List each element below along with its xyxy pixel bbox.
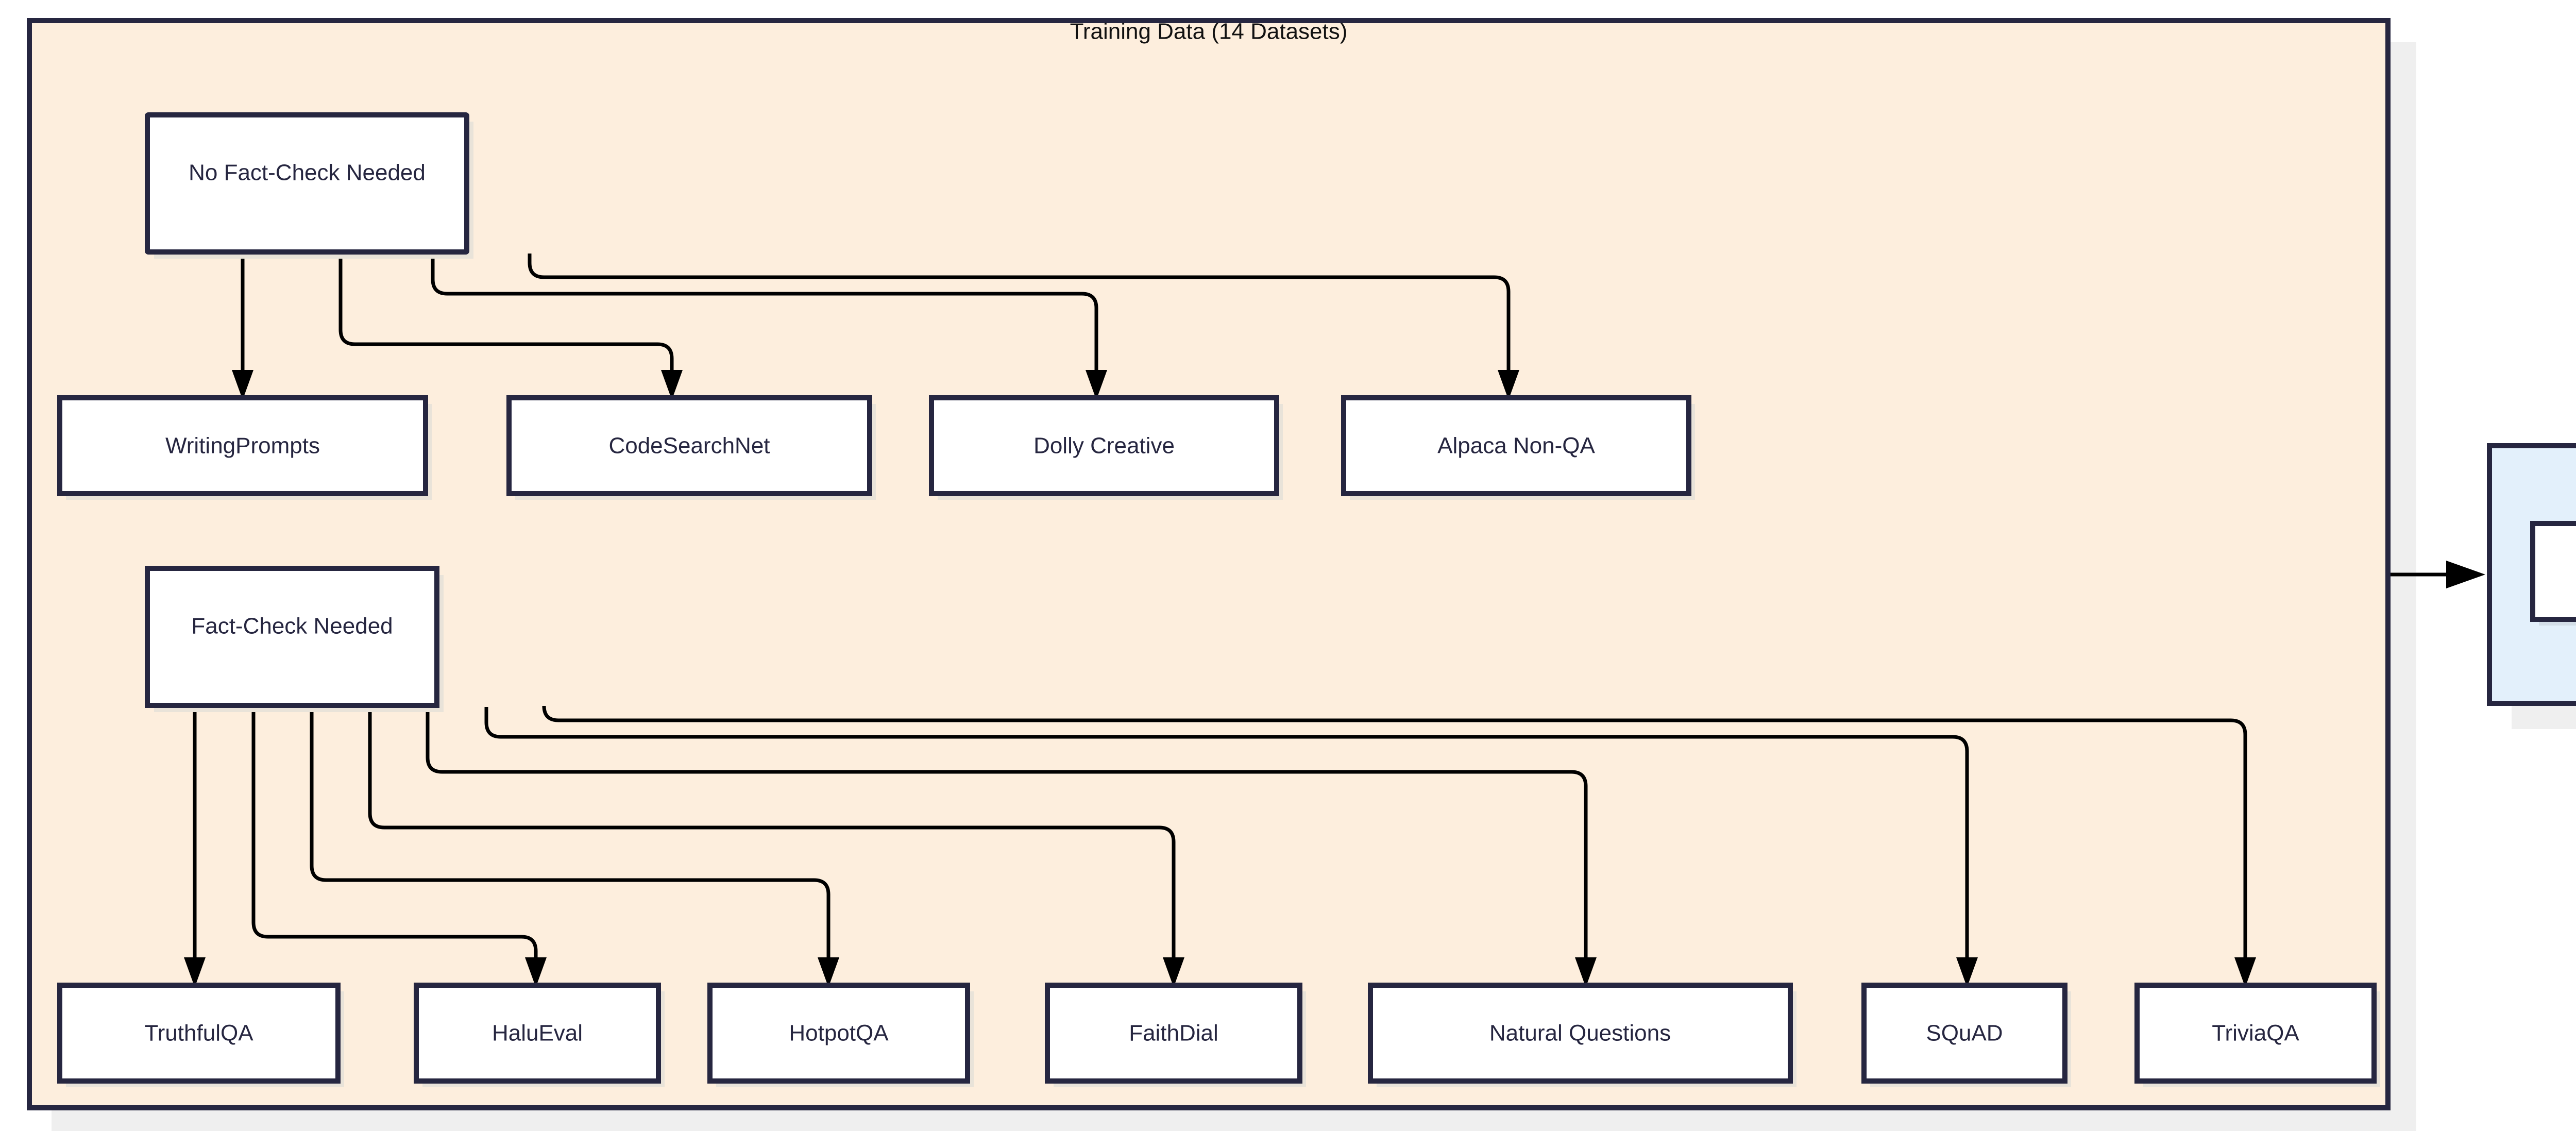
- node-no-fact-check-needed-label: No Fact-Check Needed: [189, 160, 426, 185]
- node-modernbert-base[interactable]: [2530, 521, 2576, 622]
- edge-fc-naturalquestions-arrowhead: [1575, 957, 1597, 987]
- edge-nofc-dollycreative-arrowhead: [1086, 370, 1107, 400]
- edge-fc-squad: [484, 707, 1969, 969]
- node-haluEval-label: HaluEval: [492, 1021, 583, 1046]
- node-triviaqa-label: TriviaQA: [2212, 1021, 2299, 1046]
- edge-fc-triviaqa: [542, 705, 2247, 969]
- node-truthfulqa[interactable]: [57, 983, 341, 1084]
- edge-fc-hotpotqa: [310, 707, 831, 969]
- edge-trainingdata-sentinel-arrowhead: [2446, 561, 2485, 588]
- node-codesearchnet[interactable]: [506, 395, 872, 496]
- node-squad-label: SQuAD: [1926, 1021, 2003, 1046]
- node-writingprompts-label: WritingPrompts: [165, 433, 320, 459]
- edge-fc-faithdial-arrowhead: [1163, 957, 1184, 987]
- node-fact-check-needed-label: Fact-Check Needed: [191, 614, 393, 639]
- node-alpacanonqa-label: Alpaca Non-QA: [1437, 433, 1595, 459]
- edge-fc-squad-arrowhead: [1956, 957, 1978, 987]
- node-faithdial-label: FaithDial: [1129, 1021, 1218, 1046]
- node-no-fact-check-needed[interactable]: [145, 112, 469, 255]
- node-fact-check-needed[interactable]: [145, 566, 439, 708]
- node-haluEval[interactable]: [414, 983, 661, 1084]
- edge-nofc-writingprompts-arrowhead: [232, 370, 253, 400]
- edge-fc-truthfulqa-arrowhead: [184, 957, 206, 987]
- node-codesearchnet-label: CodeSearchNet: [608, 433, 770, 459]
- node-hotpotqa-label: HotpotQA: [789, 1021, 889, 1046]
- node-naturalquestions-label: Natural Questions: [1489, 1021, 1671, 1046]
- edge-fc-haluEval: [251, 707, 538, 969]
- training-data-cluster-label: Training Data (14 Datasets): [1070, 19, 1348, 44]
- edge-nofc-codesearchnet-arrowhead: [661, 370, 683, 400]
- node-faithdial[interactable]: [1045, 983, 1302, 1084]
- edge-fc-haluEval-arrowhead: [525, 957, 547, 987]
- edge-fc-hotpotqa-arrowhead: [818, 957, 839, 987]
- edge-nofc-codesearchnet: [338, 254, 674, 381]
- edge-fc-faithdial: [368, 707, 1176, 969]
- node-dollycreative[interactable]: [929, 395, 1279, 496]
- node-hotpotqa[interactable]: [707, 983, 970, 1084]
- edge-fc-triviaqa-arrowhead: [2234, 957, 2256, 987]
- node-truthfulqa-label: TruthfulQA: [144, 1021, 253, 1046]
- node-squad[interactable]: [1861, 983, 2067, 1084]
- edge-nofc-dollycreative: [431, 254, 1098, 381]
- edge-nofc-alpacanonqa: [528, 254, 1511, 381]
- node-alpacanonqa[interactable]: [1341, 395, 1691, 496]
- node-naturalquestions[interactable]: [1368, 983, 1793, 1084]
- edge-fc-naturalquestions: [426, 707, 1588, 969]
- node-triviaqa[interactable]: [2134, 983, 2377, 1084]
- node-writingprompts[interactable]: [57, 395, 428, 496]
- edge-nofc-alpacanonqa-arrowhead: [1498, 370, 1519, 400]
- node-dollycreative-label: Dolly Creative: [1033, 433, 1175, 459]
